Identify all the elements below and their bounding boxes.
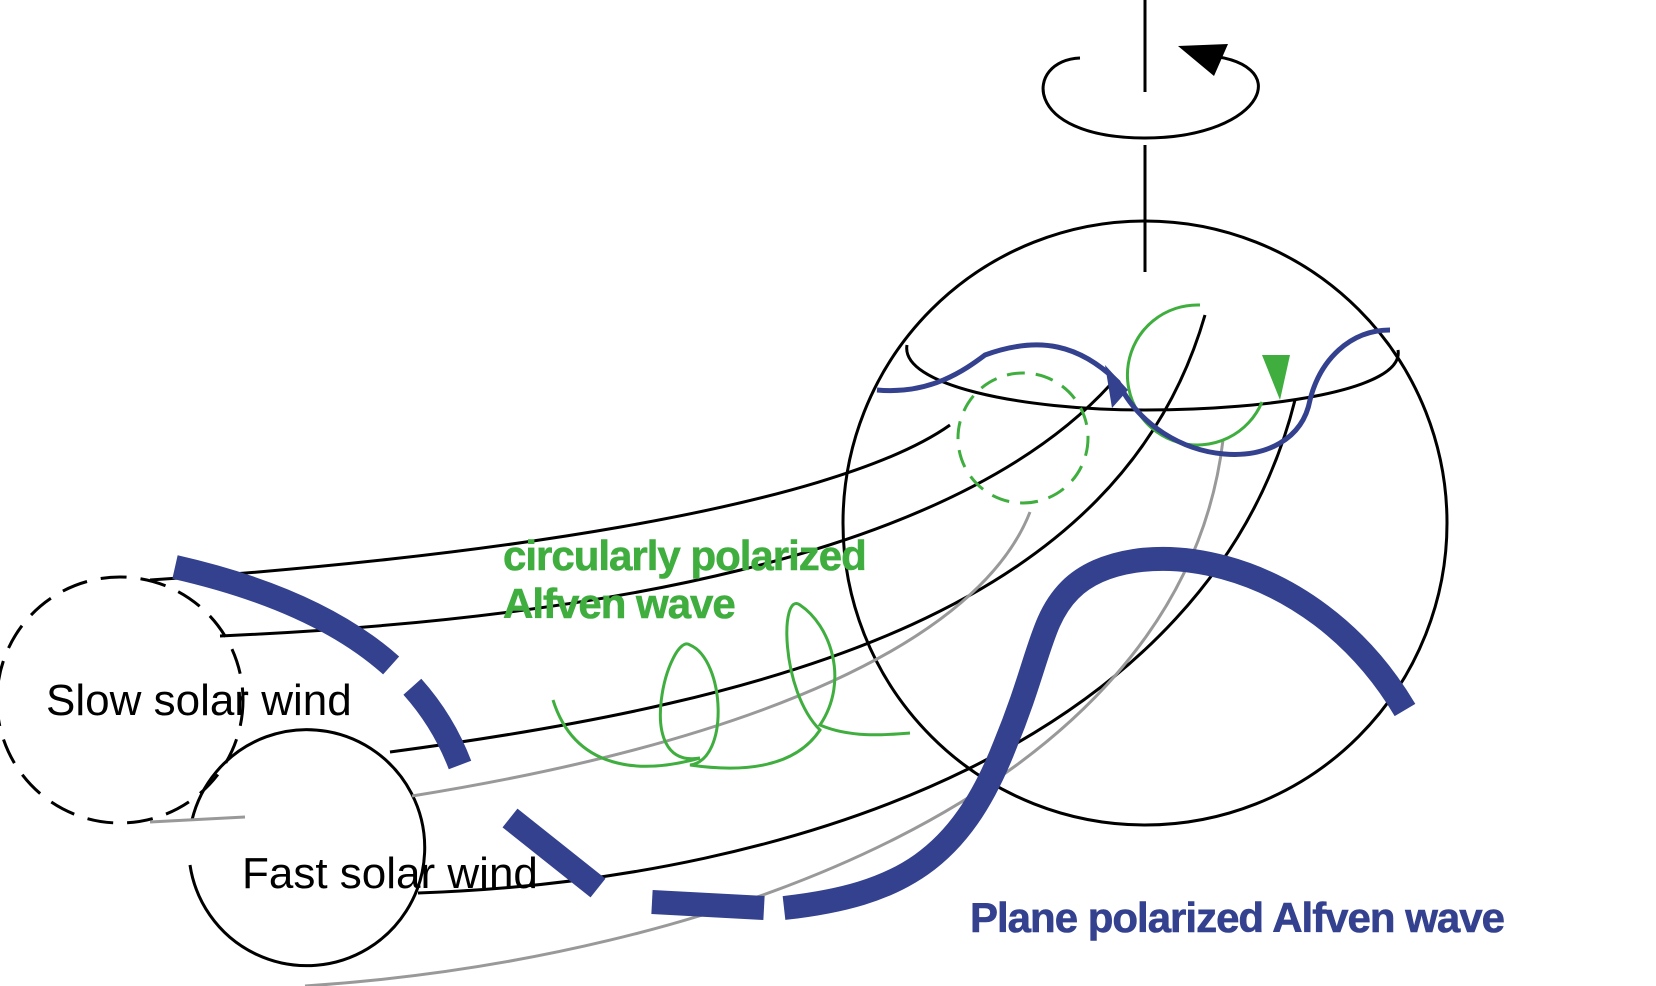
green-helix-wave bbox=[551, 601, 911, 770]
fast-wind-stream-circle bbox=[188, 728, 427, 968]
gray-field-lines bbox=[149, 439, 1225, 986]
plane-wave-segment-3 bbox=[651, 890, 765, 920]
sun-sphere bbox=[841, 219, 1449, 827]
gray-line-3 bbox=[304, 439, 1225, 986]
plane-wave-group bbox=[172, 546, 1416, 920]
gray-line-1 bbox=[149, 815, 246, 824]
plane-wave-segment-2 bbox=[502, 808, 606, 898]
black-field-lines bbox=[149, 314, 1297, 895]
field-line-1 bbox=[149, 423, 951, 582]
blue-arrow-icon bbox=[1105, 365, 1128, 408]
slow-wind-stream-circle bbox=[0, 575, 245, 825]
rotation-axis bbox=[1041, 0, 1260, 272]
gray-line-2 bbox=[411, 511, 1032, 798]
plane-wave-segment-4 bbox=[782, 546, 1416, 920]
green-arrow-icon bbox=[1262, 355, 1290, 400]
rotation-arrow-icon bbox=[1178, 44, 1228, 76]
field-line-2 bbox=[219, 383, 1112, 638]
field-line-3 bbox=[389, 314, 1207, 754]
dashed-green-circle bbox=[956, 371, 1090, 505]
rotation-loop bbox=[1041, 53, 1260, 140]
blue-surface-wave bbox=[876, 327, 1391, 457]
sun-latitude-ring bbox=[905, 344, 1400, 412]
plane-wave-segment-1 bbox=[172, 555, 472, 770]
slow-wind-label: Slow solar wind bbox=[46, 676, 352, 725]
circular-wave-label-line2: Alfven wave bbox=[503, 580, 735, 627]
fast-wind-label: Fast solar wind bbox=[242, 849, 538, 898]
plane-wave-label: Plane polarized Alfven wave bbox=[970, 894, 1504, 941]
circular-wave-label-line1: circularly polarized bbox=[503, 532, 866, 579]
